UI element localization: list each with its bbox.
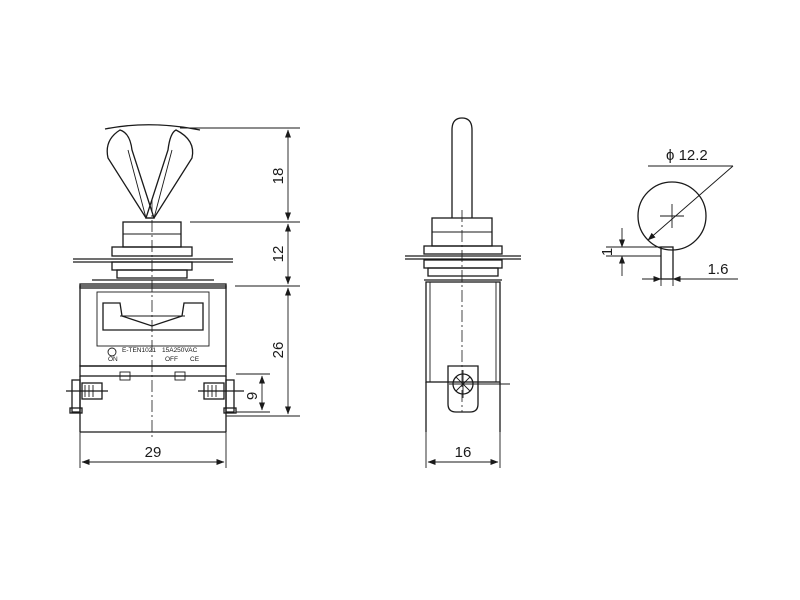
side-terminal	[447, 365, 510, 413]
label-off: OFF	[165, 356, 178, 363]
side-bushing	[405, 217, 521, 277]
toggle-handle	[104, 124, 201, 219]
lever-blade	[660, 246, 674, 280]
switch-body	[79, 283, 227, 433]
front-width-dimension: 29	[79, 432, 227, 468]
label-ce: CE	[190, 356, 200, 363]
lever-cross-section	[637, 181, 707, 251]
dim-terminal-height: 9	[244, 392, 261, 400]
label-plate: E-TEN1021 15A250VAC ON OFF CE	[107, 347, 200, 363]
bushing	[73, 221, 233, 281]
front-vertical-dimensions: 18 12 26 9	[180, 127, 300, 417]
dim-bushing-height: 12	[270, 246, 287, 263]
terminal-right	[198, 379, 244, 414]
dim-offset: 1	[599, 248, 616, 256]
label-on: ON	[108, 356, 118, 363]
terminal-left	[66, 379, 108, 414]
dim-diameter: ϕ 12.2	[666, 147, 708, 164]
front-view: E-TEN1021 15A250VAC ON OFF CE	[66, 124, 300, 468]
dim-thickness: 1.6	[708, 261, 729, 278]
side-lever	[451, 117, 473, 218]
label-rating: 15A250VAC	[162, 347, 198, 354]
side-body	[424, 279, 502, 432]
side-width-dimension: 16	[425, 432, 501, 468]
dim-front-width: 29	[145, 444, 162, 461]
dim-handle-height: 18	[270, 168, 287, 185]
label-model: E-TEN1021	[122, 347, 156, 354]
dim-side-width: 16	[455, 444, 472, 461]
lever-section: ϕ 12.2 1 1.6	[599, 147, 738, 286]
dim-body-height: 26	[270, 342, 287, 359]
side-view: 16	[405, 117, 521, 468]
